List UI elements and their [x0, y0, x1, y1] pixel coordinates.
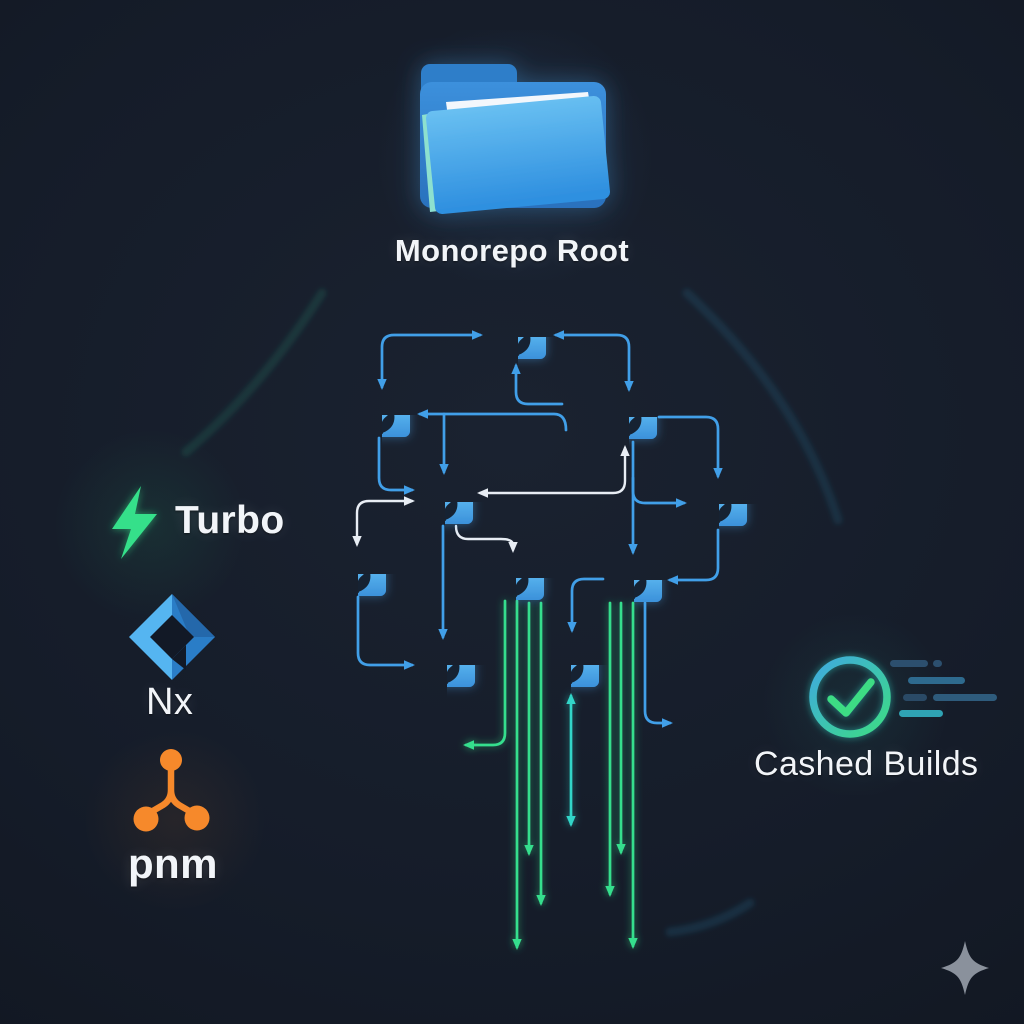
leaf-glyph	[433, 663, 460, 684]
pnpm-label: pnm	[128, 840, 218, 887]
speed-line	[903, 694, 927, 701]
leaf-glyph	[368, 413, 395, 434]
dependency-arrow	[567, 577, 605, 633]
nx-label: Nx	[146, 681, 194, 723]
speed-line	[899, 710, 943, 717]
monorepo-root-label: Monorepo Root	[394, 233, 630, 268]
dependency-arrow	[377, 436, 415, 495]
speed-lines-icon	[890, 660, 997, 717]
speed-line	[933, 660, 942, 667]
check-mark	[827, 678, 875, 717]
dependency-arrow	[352, 496, 415, 547]
dependency-arrow	[511, 363, 564, 406]
pnpm-node-top	[160, 749, 182, 771]
package-folder-icon	[490, 309, 546, 359]
background-arc	[682, 288, 843, 525]
dependency-arrow	[463, 599, 507, 750]
package-folders	[330, 309, 747, 687]
dependency-arrow	[477, 445, 630, 498]
root-folder-front	[426, 96, 610, 214]
package-folder-icon	[606, 552, 662, 602]
dependency-arrow	[417, 409, 568, 432]
dependency-arrow	[553, 330, 634, 392]
nx-icon	[129, 594, 215, 680]
four-point-star	[941, 941, 989, 995]
leaf-glyph	[615, 415, 642, 436]
background-arc	[181, 288, 327, 457]
background-arcs	[181, 288, 843, 937]
turbo-label: Turbo	[175, 499, 285, 542]
dependency-arrow	[377, 330, 483, 390]
speed-line	[908, 677, 965, 684]
pnpm-node-left	[133, 806, 159, 832]
package-folder-icon	[354, 387, 410, 437]
turbo-icon	[112, 486, 157, 559]
dependency-arrow	[667, 528, 720, 585]
package-folder-icon	[601, 389, 657, 439]
pnpm-branches	[147, 766, 195, 816]
dependency-arrow	[356, 595, 415, 670]
dependency-arrow	[657, 415, 723, 479]
package-folder-icon	[543, 637, 599, 687]
cached-builds-check-icon	[809, 656, 891, 738]
dependency-arrows	[352, 330, 723, 950]
background-arc	[665, 898, 755, 937]
package-folder-icon	[419, 637, 475, 687]
leaf-glyph	[502, 576, 529, 597]
speed-line	[933, 694, 997, 701]
dependency-arrow	[643, 601, 673, 728]
nx-notch	[172, 645, 186, 670]
leaf-glyph	[620, 578, 647, 599]
sparkle-icon	[941, 941, 989, 995]
dependency-arrow	[454, 524, 518, 553]
monorepo-root-folder-icon	[420, 64, 610, 214]
leaf-glyph	[504, 335, 531, 356]
package-folder-icon	[417, 474, 473, 524]
pnpm-node-right	[184, 805, 210, 831]
nx-facet-top-right	[172, 594, 215, 637]
pnpm-icon	[133, 749, 210, 832]
leaf-glyph	[705, 502, 732, 523]
package-folder-icon	[691, 476, 747, 526]
package-folder-icon	[330, 546, 386, 596]
package-folder-icon	[488, 550, 544, 600]
leaf-glyph	[557, 663, 584, 684]
leaf-glyph	[344, 572, 371, 593]
lightning-bolt-icon	[112, 486, 157, 559]
speed-line	[890, 660, 928, 667]
dependency-arrow	[631, 476, 687, 508]
check-ring	[809, 656, 891, 738]
leaf-glyph	[431, 500, 458, 521]
cached-builds-label: Cashed Builds	[754, 745, 979, 783]
